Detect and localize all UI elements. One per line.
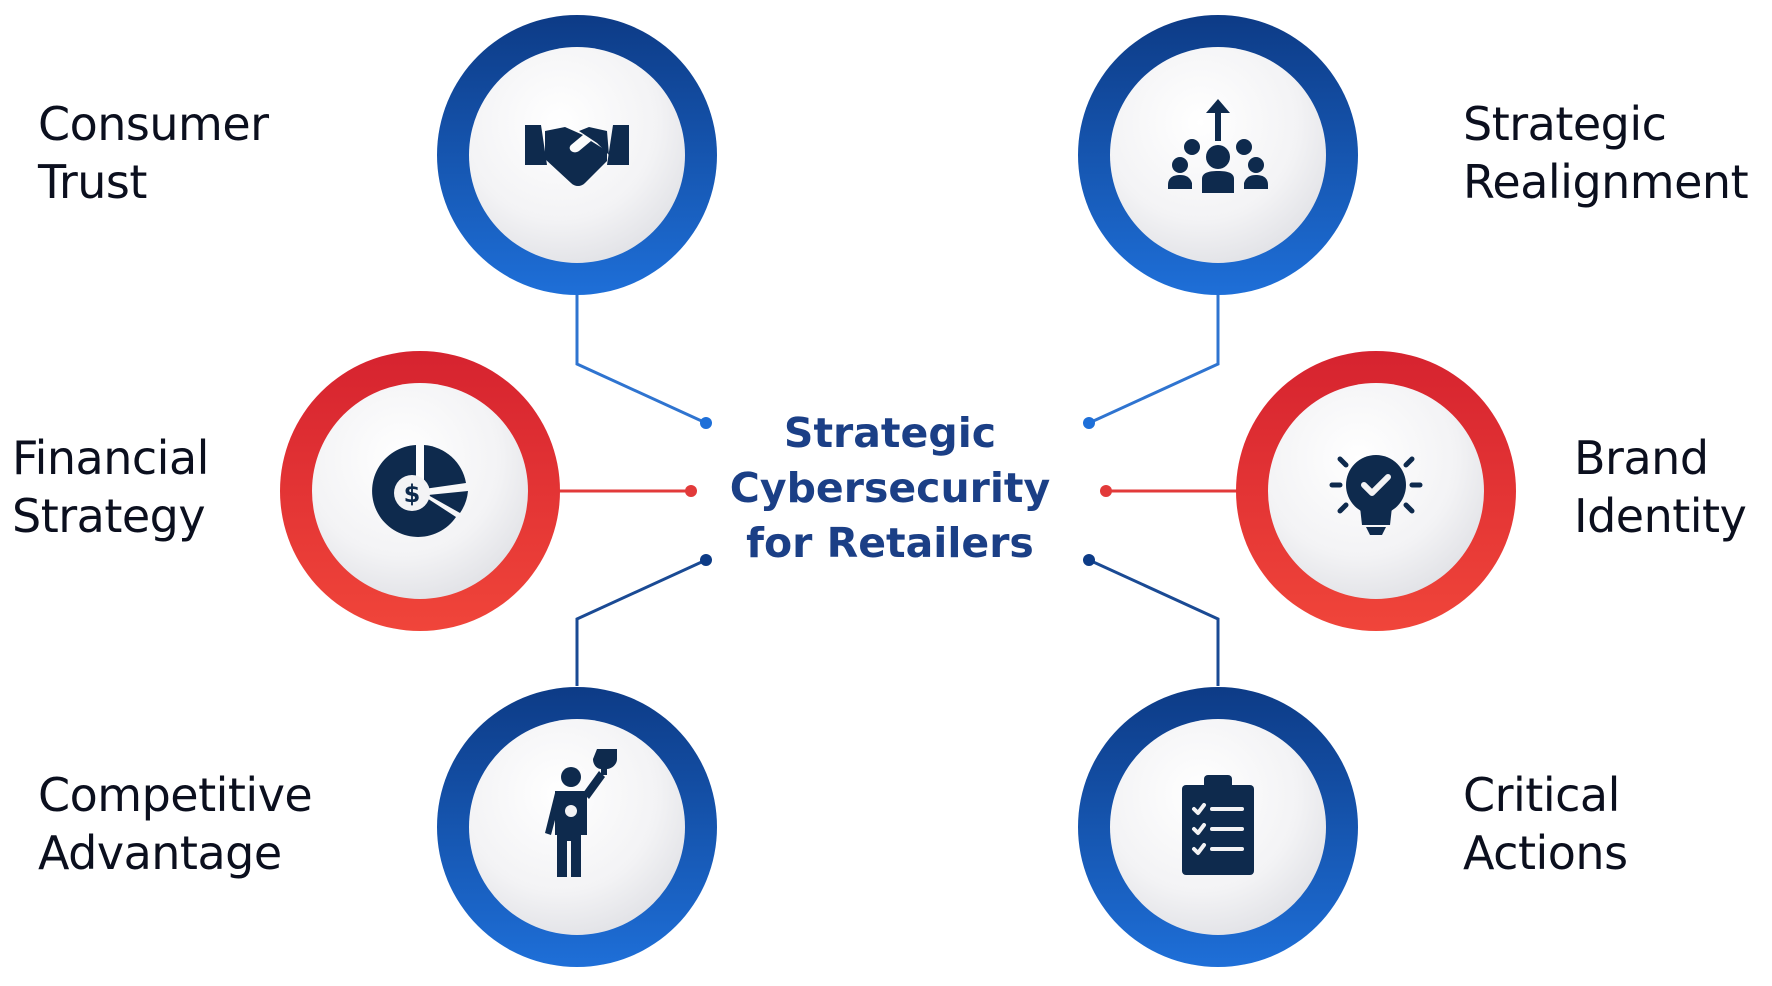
label-strategic-realignment-line-1: Strategic [1463,97,1667,151]
label-financial-strategy: Financial Strategy [12,429,209,545]
connector-competitive-advantage [575,558,707,686]
connector-dot-brand-identity [1100,485,1112,497]
label-competitive-advantage-line-2: Advantage [38,826,282,880]
handshake-icon [525,125,629,186]
connector-dot-critical-actions [1083,554,1095,566]
label-strategic-realignment-line-2: Realignment [1463,155,1749,209]
label-competitive-advantage: Competitive Advantage [38,766,313,882]
label-consumer-trust-line-1: Consumer [38,97,269,151]
center-title-line-2: Cybersecurity [729,464,1051,512]
label-strategic-realignment: Strategic Realignment [1463,95,1749,211]
connector-dot-consumer-trust [700,417,712,429]
center-title-line-1: Strategic [783,409,997,457]
label-critical-actions-line-1: Critical [1463,768,1620,822]
svg-text:$: $ [404,480,421,508]
connector-dot-financial-strategy [685,485,697,497]
dollar-pie-chart-icon: $ [372,445,468,537]
label-consumer-trust: Consumer Trust [38,95,269,211]
center-title-line-3: for Retailers [746,519,1034,567]
connector-consumer-trust [575,292,707,425]
connector-dot-strategic-realignment [1083,417,1095,429]
label-critical-actions: Critical Actions [1463,766,1628,882]
person-trophy-icon [545,749,617,877]
label-brand-identity: Brand Identity [1574,429,1747,545]
connector-dot-competitive-advantage [700,554,712,566]
connectors [556,292,1240,686]
label-critical-actions-line-2: Actions [1463,826,1628,880]
team-arrow-up-icon [1168,99,1268,193]
label-brand-identity-line-2: Identity [1574,489,1747,543]
connector-critical-actions [1088,558,1220,686]
label-competitive-advantage-line-1: Competitive [38,768,313,822]
label-financial-strategy-line-1: Financial [12,431,209,485]
label-consumer-trust-line-2: Trust [38,155,147,209]
center-title: Strategic Cybersecurity for Retailers [700,406,1080,571]
label-brand-identity-line-1: Brand [1574,431,1709,485]
connector-strategic-realignment [1088,292,1220,425]
label-financial-strategy-line-2: Strategy [12,489,206,543]
lightbulb-check-icon [1329,455,1423,535]
clipboard-checklist-icon [1182,775,1254,875]
